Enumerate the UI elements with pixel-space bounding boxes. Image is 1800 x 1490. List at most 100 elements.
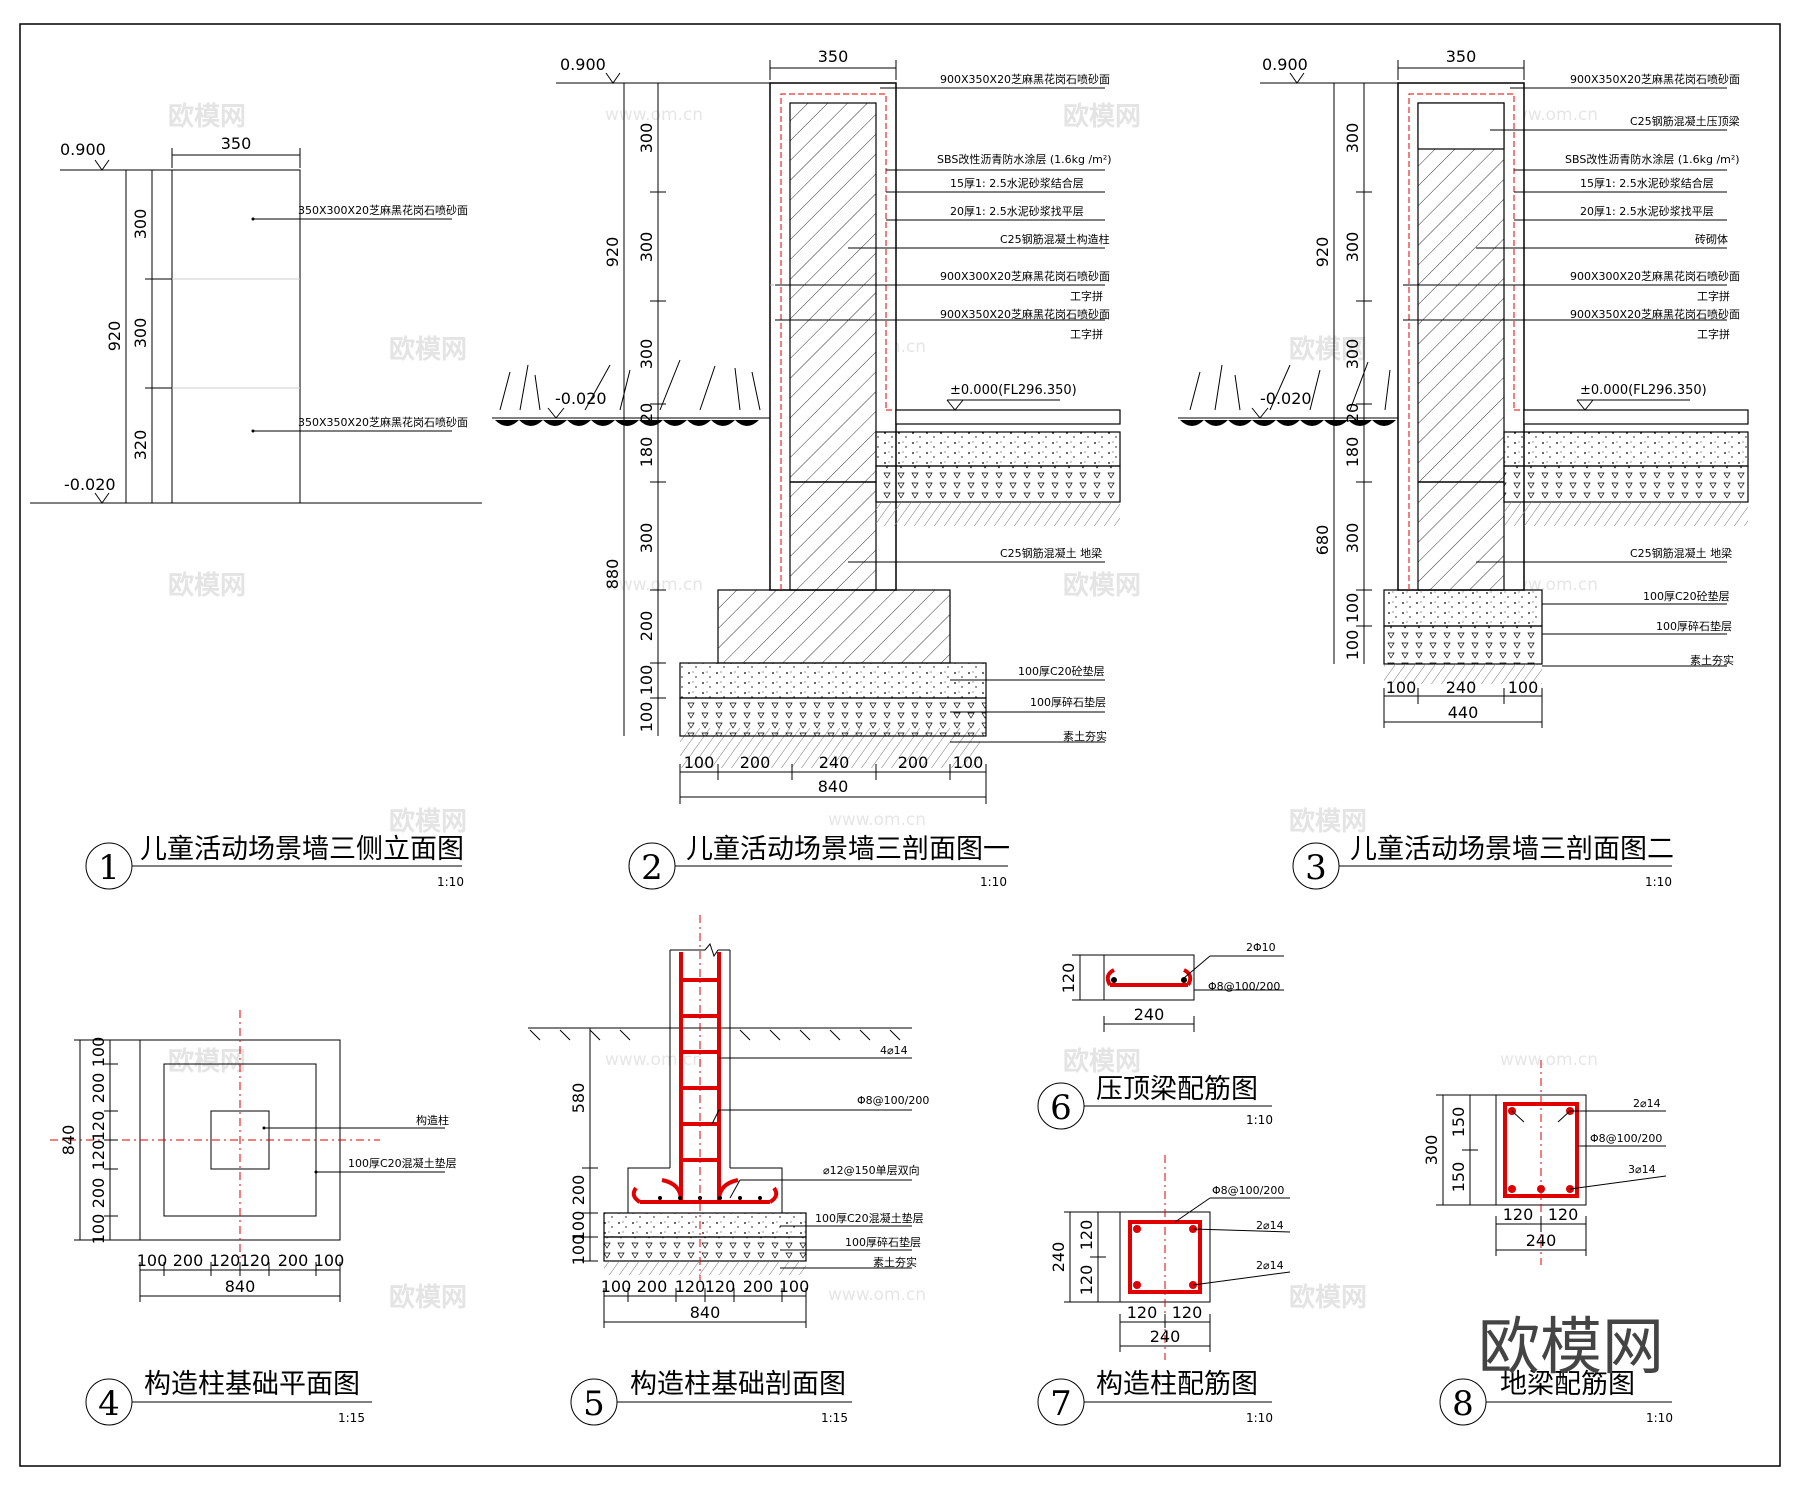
d2-left-lower-total: 880: [603, 559, 622, 590]
wm-12: 欧模网: [1289, 1282, 1367, 1313]
d2-ground-level: -0.020: [555, 389, 607, 408]
d2-note-0: 900X350X20芝麻黑花岗石喷砂面: [940, 72, 1110, 86]
title-2: 2 儿童活动场景墙三剖面图一 1:10: [628, 834, 1010, 890]
title-6-text: 压顶梁配筋图: [1096, 1074, 1258, 1105]
d5-note-4: 100厚碎石垫层: [845, 1235, 921, 1249]
d2-note-7: 900X350X20芝麻黑花岗石喷砂面: [940, 307, 1110, 321]
wm-4: 欧模网: [1289, 334, 1367, 365]
d2-bottom-total: 840: [818, 777, 849, 796]
title-7-scale: 1:10: [1246, 1411, 1273, 1425]
d2-note-9: C25钢筋混凝土 地梁: [1000, 546, 1102, 560]
d2-left-upper-2: 300: [637, 339, 656, 370]
d2-left-upper-3: 20: [637, 403, 656, 423]
drawing-8-rebar: 2⌀14 Φ8@100/200 3⌀14 300 150 150 120 120…: [1422, 1060, 1667, 1265]
d4-bottom-5: 100: [314, 1251, 345, 1270]
d2-bottom-0: 100: [684, 753, 715, 772]
d3-note-7: 工字拼: [1697, 289, 1730, 303]
title-7-num: 7: [1050, 1384, 1072, 1424]
d2-bottom-2: 240: [819, 753, 850, 772]
title-4-text: 构造柱基础平面图: [144, 1369, 360, 1400]
d5-left-1: 200: [569, 1175, 588, 1206]
title-3: 3 儿童活动场景墙三剖面图二 1:10: [1292, 834, 1674, 890]
d2-bottom-4: 100: [953, 753, 984, 772]
d3-bottom-0: 100: [1386, 678, 1417, 697]
d3-note-13: 素土夯实: [1690, 653, 1734, 667]
d1-width: 350: [221, 134, 252, 153]
d2-left-lower-4: 100: [637, 702, 656, 733]
d1-top-level: 0.900: [60, 140, 106, 159]
drawing-2-section: -0.020 0.900 ±0.000(FL296.350) 350 300 3…: [492, 47, 1121, 804]
d2-floor-level: ±0.000(FL296.350): [950, 383, 1077, 398]
d7-left-total: 240: [1049, 1242, 1068, 1273]
d8-note-0: 2⌀14: [1633, 1097, 1661, 1110]
d8-note-1: Φ8@100/200: [1590, 1132, 1662, 1145]
d5-bottom-5: 100: [779, 1277, 810, 1296]
d6-note-0: 2Φ10: [1246, 941, 1276, 954]
title-3-text: 儿童活动场景墙三剖面图二: [1350, 834, 1674, 865]
om-logo: 欧模网: [1478, 1310, 1664, 1383]
title-6-scale: 1:10: [1246, 1113, 1273, 1127]
title-7-text: 构造柱配筋图: [1096, 1369, 1258, 1400]
d3-note-0: 900X350X20芝麻黑花岗石喷砂面: [1570, 72, 1740, 86]
d5-bottom-1: 200: [637, 1277, 668, 1296]
title-5-scale: 1:15: [821, 1411, 848, 1425]
d1-bottom-level: -0.020: [64, 475, 116, 494]
d3-left-lower-2: 100: [1343, 593, 1362, 624]
d3-note-4: 20厚1: 2.5水泥砂浆找平层: [1580, 204, 1714, 218]
d7-left-1: 120: [1077, 1265, 1096, 1296]
d2-note-4: C25钢筋混凝土构造柱: [1000, 232, 1110, 246]
d3-floor-level: ±0.000(FL296.350): [1580, 383, 1707, 398]
title-8: 8 地梁配筋图 1:10: [1439, 1369, 1673, 1426]
title-4-scale: 1:15: [338, 1411, 365, 1425]
title-8-scale: 1:10: [1646, 1411, 1673, 1425]
title-3-num: 3: [1305, 848, 1327, 888]
d5-left-2: 100: [569, 1211, 588, 1242]
d3-top-level: 0.900: [1262, 55, 1308, 74]
d4-bottom-4: 200: [278, 1251, 309, 1270]
drawing-7-rebar: Φ8@100/200 2⌀14 2⌀14 240 120 120 120 120…: [1049, 1155, 1291, 1360]
d3-left-upper-0: 300: [1343, 123, 1362, 154]
d2-note-10: 100厚C20砼垫层: [1018, 664, 1105, 678]
d2-note-11: 100厚碎石垫层: [1030, 695, 1106, 709]
watermarks: 欧模网 欧模网 欧模网 欧模网 欧模网 欧模网 欧模网 欧模网 欧模网 欧模网 …: [168, 101, 1598, 1313]
d5-note-1: Φ8@100/200: [857, 1094, 929, 1107]
d7-bottom-0: 120: [1127, 1303, 1158, 1322]
d4-bottom-0: 100: [137, 1251, 168, 1270]
wm-6: 欧模网: [1063, 570, 1141, 601]
d5-bottom-3: 120: [705, 1277, 736, 1296]
d8-bottom-total: 240: [1526, 1231, 1557, 1250]
title-4-num: 4: [98, 1384, 120, 1424]
title-1-scale: 1:10: [437, 875, 464, 889]
d3-note-6: 900X300X20芝麻黑花岗石喷砂面: [1570, 269, 1740, 283]
d2-note-5: 900X300X20芝麻黑花岗石喷砂面: [940, 269, 1110, 283]
d8-bottom-1: 120: [1548, 1205, 1579, 1224]
d4-left-4: 200: [89, 1178, 108, 1209]
d2-note-6: 工字拼: [1070, 289, 1103, 303]
d1-total: 920: [105, 321, 124, 352]
wm-5: 欧模网: [168, 570, 246, 601]
d1-seg-1: 300: [131, 318, 150, 349]
d8-left-0: 150: [1449, 1107, 1468, 1138]
d1-note-1: 350X350X20芝麻黑花岗石喷砂面: [298, 415, 468, 429]
d5-bottom-total: 840: [690, 1303, 721, 1322]
wm-2: 欧模网: [1063, 101, 1141, 132]
d2-left-lower-3: 100: [637, 665, 656, 696]
d2-note-12: 素土夯实: [1063, 729, 1107, 743]
d7-note-0: Φ8@100/200: [1212, 1184, 1284, 1197]
wm-7: 欧模网: [389, 806, 467, 837]
drawing-6-rebar: 2Φ10 Φ8@100/200 120 240: [1059, 941, 1284, 1032]
d3-note-5: 砖砌体: [1695, 232, 1728, 246]
d4-bottom-2: 120: [210, 1251, 241, 1270]
d4-left-0: 100: [89, 1037, 108, 1068]
title-4: 4 构造柱基础平面图 1:15: [85, 1369, 372, 1426]
title-5: 5 构造柱基础剖面图 1:15: [570, 1369, 852, 1426]
drawing-5-section: 4⌀14 Φ8@100/200 ⌀12@150单层双向 100厚C20混凝土垫层…: [528, 915, 929, 1328]
d3-left-lower-0: 180: [1343, 437, 1362, 468]
d1-seg-2: 320: [131, 430, 150, 461]
title-2-text: 儿童活动场景墙三剖面图一: [686, 834, 1010, 865]
wm-url-8: www.om.cn: [1500, 1050, 1598, 1070]
drawing-3-section: -0.020 0.900 ±0.000(FL296.350) 350 300 3…: [1178, 47, 1749, 728]
d2-note-3: 20厚1: 2.5水泥砂浆找平层: [950, 204, 1084, 218]
d2-left-lower-1: 300: [637, 523, 656, 554]
d6-note-1: Φ8@100/200: [1208, 980, 1280, 993]
